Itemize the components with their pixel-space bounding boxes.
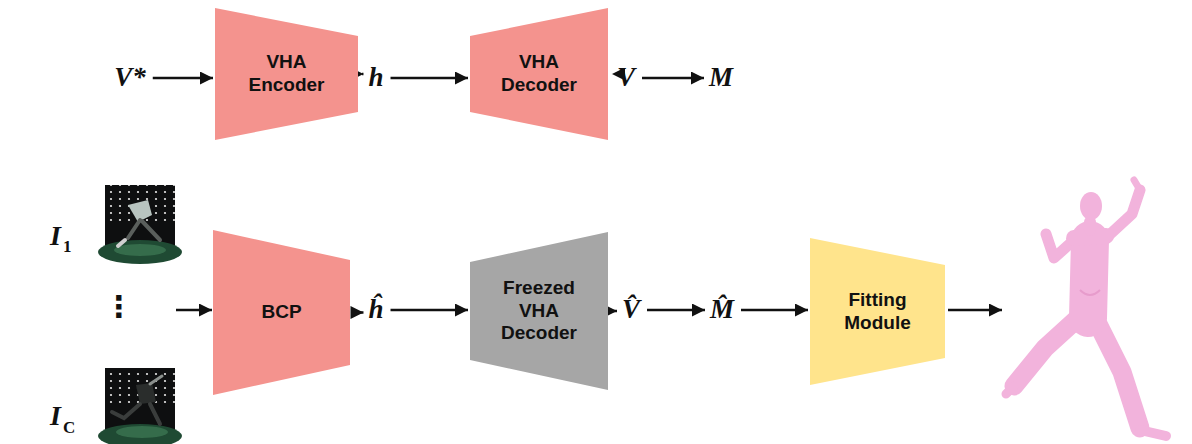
mesh-shading bbox=[1080, 290, 1100, 295]
trapezoid-fill bbox=[470, 8, 608, 140]
mesh-variable: M̂ bbox=[707, 293, 737, 327]
flow-arrow bbox=[354, 311, 363, 314]
block-label: Fitting Module bbox=[828, 289, 928, 335]
latent-variable: ĥ bbox=[365, 293, 386, 327]
block-label: VHA Decoder bbox=[489, 51, 589, 97]
variable-symbol: V bbox=[617, 63, 635, 93]
image-symbol: I bbox=[50, 222, 61, 250]
flow-arrow bbox=[642, 77, 704, 80]
flow-arrow bbox=[153, 77, 213, 80]
image-symbol: I bbox=[50, 402, 61, 430]
flow-arrow bbox=[647, 309, 705, 312]
block-label: BCP bbox=[232, 301, 332, 324]
mesh-head bbox=[1080, 192, 1102, 220]
ellipsis-mark: ⋮ bbox=[104, 292, 134, 322]
frozen-decoder-block: Freezed VHA Decoder bbox=[470, 232, 608, 390]
encoder-block: VHA Encoder bbox=[215, 8, 358, 140]
trapezoid-fill bbox=[215, 8, 358, 140]
variable-symbol: V̂ bbox=[622, 295, 640, 325]
block-label: VHA Encoder bbox=[237, 51, 337, 97]
trapezoid-fill bbox=[213, 230, 350, 395]
variable-symbol: h bbox=[368, 63, 383, 93]
block-label-area: VHA Encoder bbox=[215, 8, 358, 140]
predictor-block: BCP bbox=[213, 230, 350, 395]
flow-arrow bbox=[391, 77, 468, 80]
camera-image bbox=[98, 368, 182, 444]
block-label-area: Fitting Module bbox=[810, 238, 945, 385]
variable-symbol: M̂ bbox=[710, 295, 734, 325]
block-label-area: VHA Decoder bbox=[470, 8, 608, 140]
subscript-index: C bbox=[63, 419, 75, 436]
flow-arrow bbox=[391, 309, 468, 312]
trapezoid-fill bbox=[810, 238, 945, 385]
flow-arrow bbox=[741, 309, 808, 312]
block-label-area: BCP bbox=[213, 230, 350, 395]
flow-arrow bbox=[611, 73, 614, 76]
latent-variable: h bbox=[365, 61, 386, 95]
camera-image bbox=[98, 185, 182, 264]
mesh-variable: M bbox=[706, 61, 736, 95]
vertex-variable: V bbox=[614, 61, 638, 95]
trapezoid-fill bbox=[470, 232, 608, 390]
variable-symbol: M bbox=[709, 63, 733, 93]
block-label-area: Freezed VHA Decoder bbox=[470, 232, 608, 390]
fitting-block: Fitting Module bbox=[810, 238, 945, 385]
decoder-block: VHA Decoder bbox=[470, 8, 608, 140]
input-variable: V* bbox=[111, 61, 149, 95]
variable-symbol: ĥ bbox=[368, 295, 383, 325]
vertex-variable: V̂ bbox=[619, 293, 643, 327]
subscript-index: 1 bbox=[63, 238, 72, 255]
human-mesh bbox=[1006, 180, 1166, 436]
variable-symbol: V* bbox=[114, 63, 146, 93]
input-arrow bbox=[176, 309, 212, 312]
flow-arrow bbox=[612, 310, 617, 313]
block-label: Freezed VHA Decoder bbox=[491, 277, 587, 345]
flow-arrow bbox=[362, 73, 363, 76]
output-arrow bbox=[948, 309, 1002, 312]
